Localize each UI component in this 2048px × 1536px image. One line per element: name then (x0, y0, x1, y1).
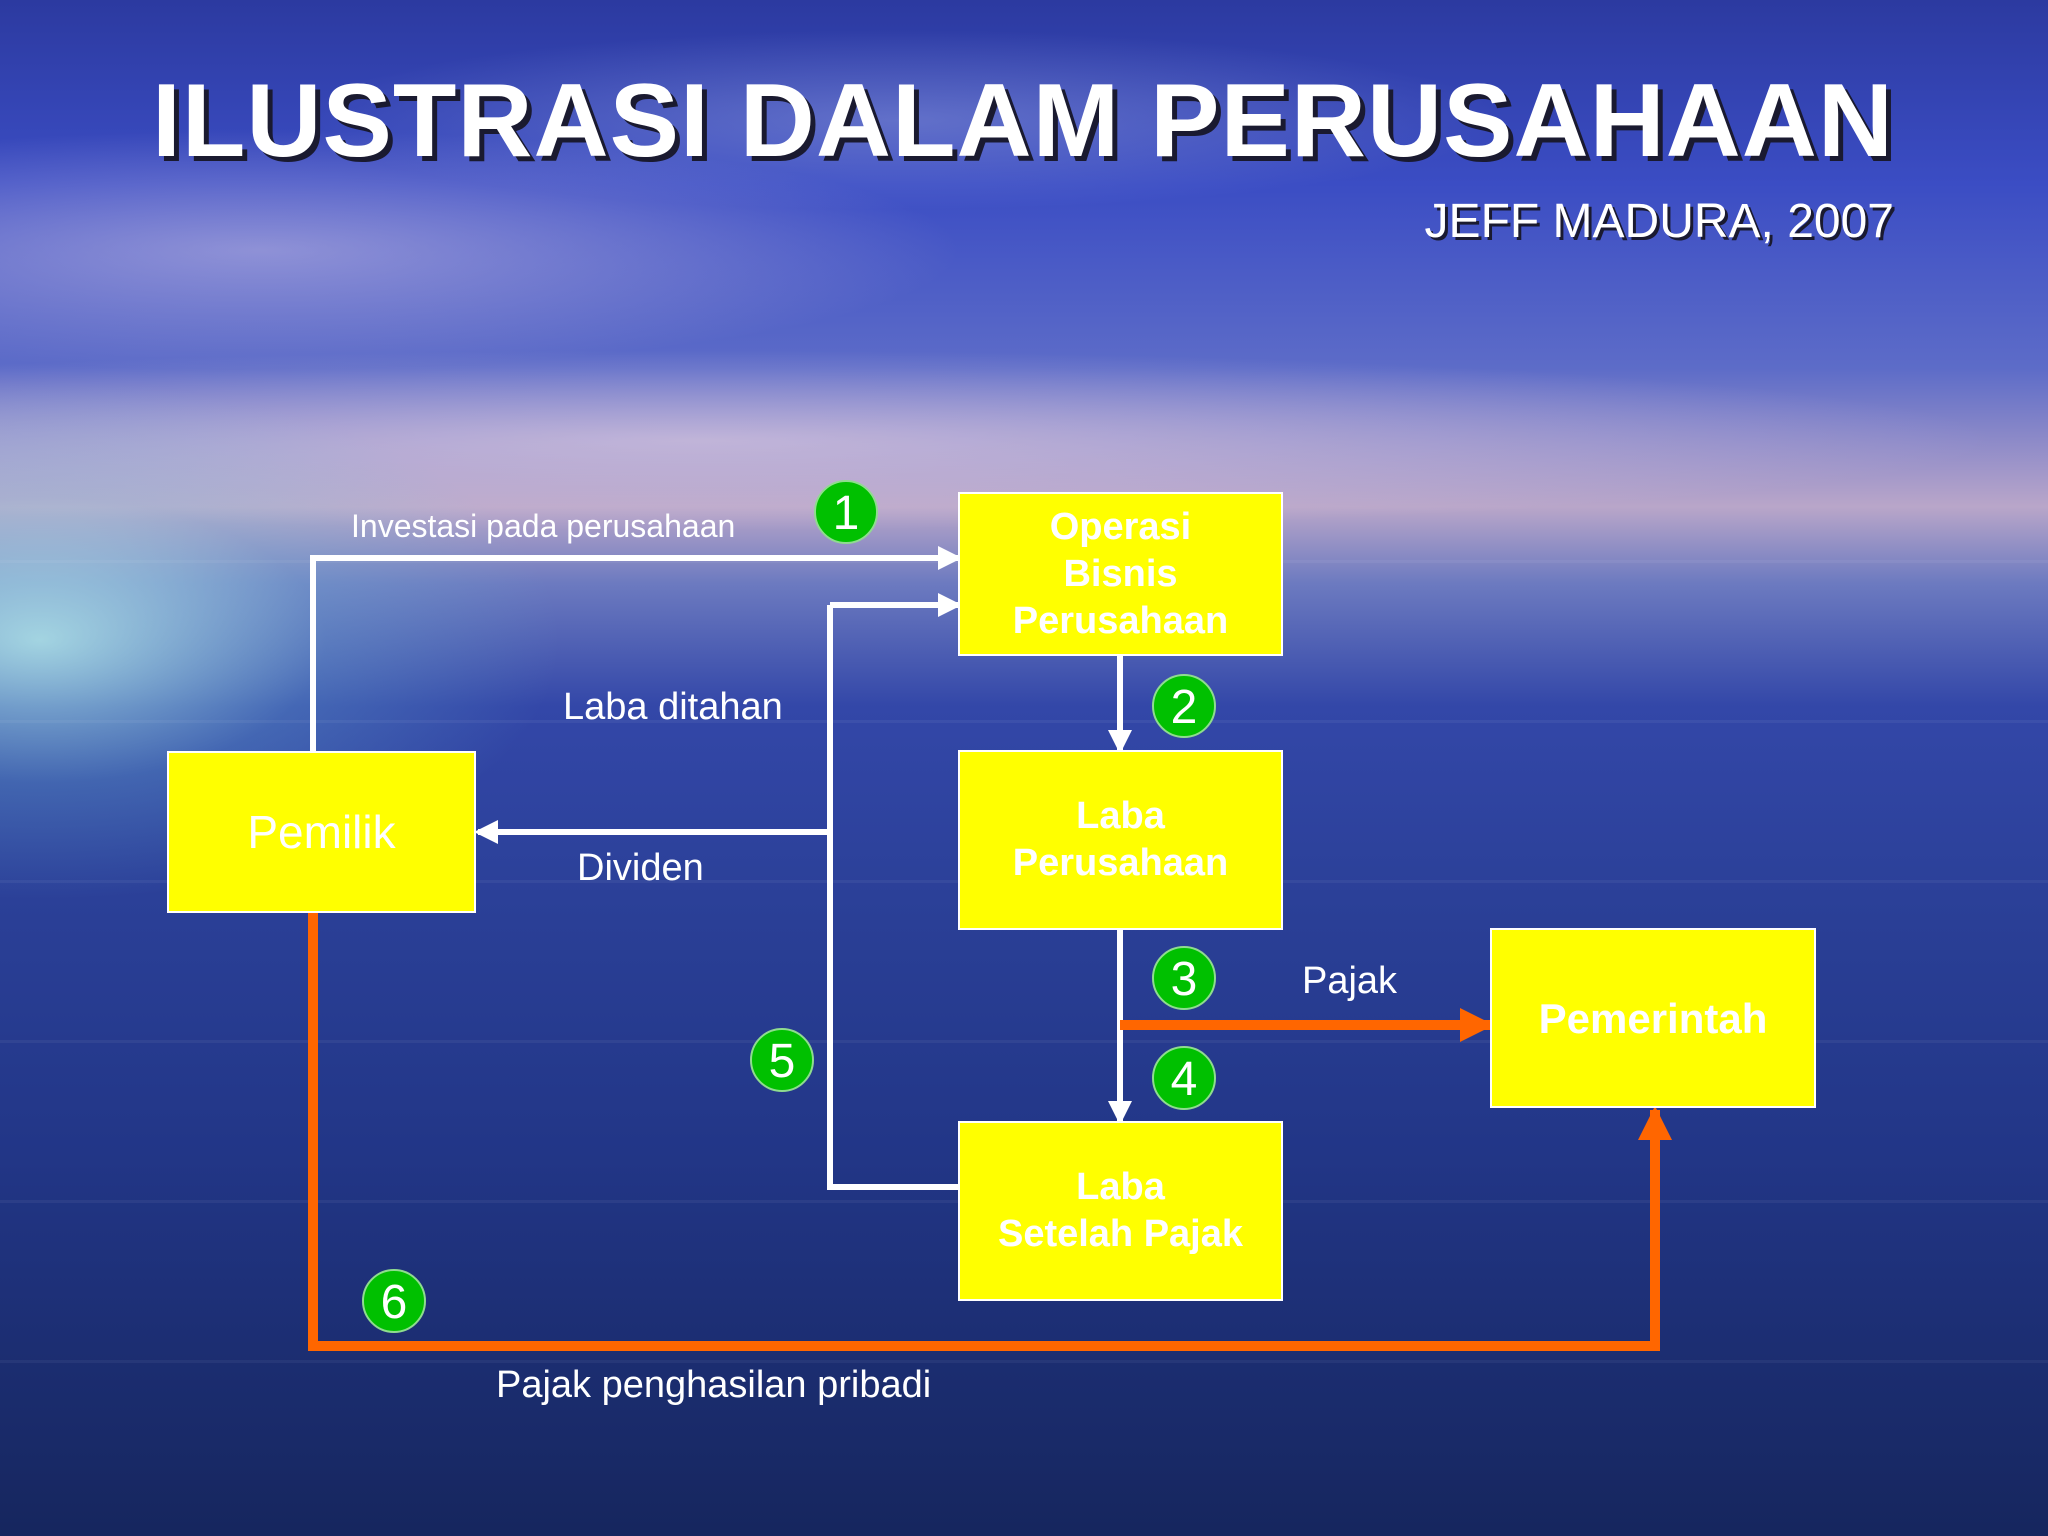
node-laba-setelah-pajak: Laba Setelah Pajak (958, 1121, 1283, 1301)
arrow-distribusi-line (827, 605, 958, 1190)
node-pemilik: Pemilik (167, 751, 476, 913)
label-investasi: Investasi pada perusahaan (351, 508, 736, 544)
step-6-badge: 6 (362, 1269, 426, 1333)
slide-title: ILUSTRASI DALAM PERUSAHAAN (152, 63, 1894, 179)
step-4-badge: 4 (1152, 1046, 1216, 1110)
label-pajak-pribadi: Pajak penghasilan pribadi (496, 1364, 932, 1406)
arrow-pajak-pribadi (308, 913, 1672, 1351)
node-laba-perusahaan: Laba Perusahaan (958, 750, 1283, 930)
slide-subtitle: JEFF MADURA, 2007 (1424, 195, 1894, 248)
node-operasi-bisnis: Operasi Bisnis Perusahaan (958, 492, 1283, 656)
label-pajak: Pajak (1302, 960, 1398, 1002)
node-pemerintah: Pemerintah (1490, 928, 1816, 1108)
step-2-badge: 2 (1152, 674, 1216, 738)
label-laba-ditahan: Laba ditahan (563, 686, 783, 728)
label-dividen: Dividen (577, 847, 704, 889)
step-5-badge: 5 (750, 1028, 814, 1092)
step-1-badge: 1 (814, 480, 878, 544)
step-3-badge: 3 (1152, 946, 1216, 1010)
arrow-investasi (310, 546, 962, 751)
